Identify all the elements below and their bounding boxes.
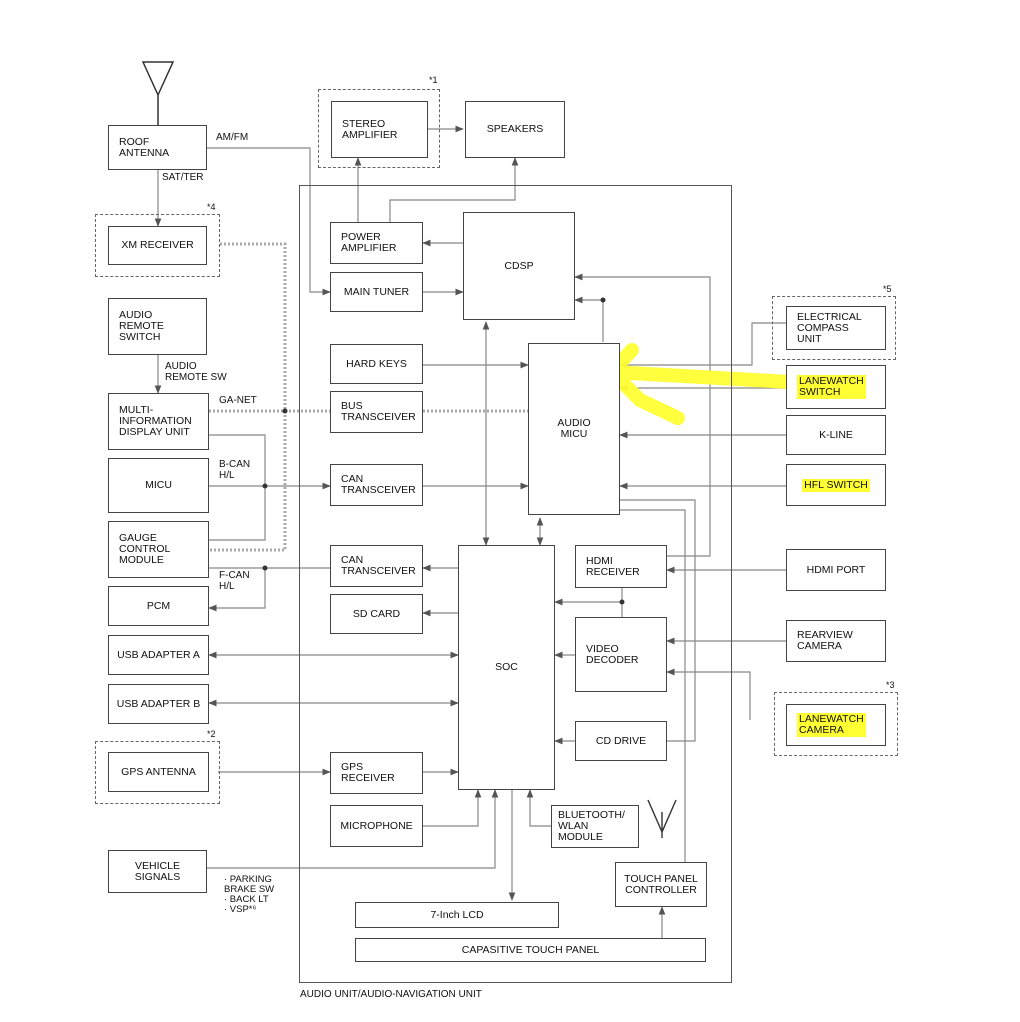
note-1: *1: [429, 75, 438, 85]
hfl-switch-block: HFL SWITCH: [786, 464, 886, 506]
vehicle-signals-block: VEHICLE SIGNALS: [108, 850, 207, 893]
bus-transceiver-block: BUS TRANSCEIVER: [330, 391, 423, 433]
speakers-block: SPEAKERS: [465, 101, 565, 158]
lanewatch-camera-label: LANEWATCH CAMERA: [797, 713, 866, 737]
micu-block: MICU: [108, 458, 209, 513]
pcm-block: PCM: [108, 586, 209, 626]
gps-receiver-block: GPS RECEIVER: [330, 752, 423, 794]
main-tuner-block: MAIN TUNER: [330, 272, 423, 312]
lanewatch-camera-block: LANEWATCH CAMERA: [786, 704, 886, 746]
rearview-camera-block: REARVIEW CAMERA: [786, 620, 886, 662]
note-2: *2: [207, 729, 216, 739]
roof-antenna-icon: [141, 61, 175, 125]
hfl-switch-label: HFL SWITCH: [802, 478, 870, 492]
lanewatch-switch-label: LANEWATCH SWITCH: [797, 375, 866, 399]
option-group-5: [772, 296, 896, 360]
xm-receiver-block: XM RECEIVER: [108, 226, 207, 265]
option-group-4: [95, 214, 220, 277]
am-fm-label: AM/FM: [216, 132, 249, 143]
audio-remote-sw-label: AUDIO REMOTE SW: [165, 361, 227, 383]
k-line-block: K-LINE: [786, 415, 886, 455]
wlan-antenna-icon: [647, 799, 677, 838]
bluetooth-wlan-block: BLUETOOTH/ WLAN MODULE: [551, 805, 639, 848]
multi-information-display-block: MULTI- INFORMATION DISPLAY UNIT: [108, 393, 209, 450]
note-4: *4: [207, 202, 216, 212]
touch-panel-controller-block: TOUCH PANEL CONTROLLER: [615, 862, 707, 907]
power-amplifier-block: POWER AMPLIFIER: [330, 222, 423, 264]
sd-card-block: SD CARD: [330, 594, 423, 634]
audio-micu-block: AUDIO MICU: [528, 343, 620, 515]
can-transceiver-1-block: CAN TRANSCEIVER: [330, 464, 423, 506]
hard-keys-block: HARD KEYS: [330, 344, 423, 384]
capacitive-touch-panel-block: CAPASITIVE TOUCH PANEL: [355, 938, 706, 962]
highlight-arrow-icon: [605, 343, 797, 425]
video-decoder-block: VIDEO DECODER: [575, 617, 667, 692]
hdmi-receiver-block: HDMI RECEIVER: [575, 545, 667, 588]
option-group-2: [95, 741, 220, 804]
gps-antenna-block: GPS ANTENNA: [108, 752, 209, 792]
b-can-label: B-CAN H/L: [219, 459, 251, 481]
note-5: *5: [883, 284, 892, 294]
roof-antenna-block: ROOF ANTENNA: [108, 125, 207, 170]
stereo-amplifier-block: STEREO AMPLIFIER: [331, 101, 428, 158]
audio-unit-label: AUDIO UNIT/AUDIO-NAVIGATION UNIT: [300, 989, 482, 1000]
cdsp-block: CDSP: [463, 212, 575, 320]
audio-unit-frame: [299, 185, 732, 983]
gauge-control-module-block: GAUGE CONTROL MODULE: [108, 521, 209, 578]
note-3: *3: [886, 680, 895, 690]
soc-block: SOC: [458, 545, 555, 790]
microphone-block: MICROPHONE: [330, 805, 423, 847]
option-group-1: [318, 89, 440, 168]
ga-net-label: GA-NET: [219, 395, 257, 406]
option-group-3: [774, 692, 898, 756]
electrical-compass-block: ELECTRICAL COMPASS UNIT: [786, 306, 886, 350]
audio-remote-switch-block: AUDIO REMOTE SWITCH: [108, 298, 207, 355]
cd-drive-block: CD DRIVE: [575, 721, 667, 761]
can-transceiver-2-block: CAN TRANSCEIVER: [330, 545, 423, 587]
usb-adapter-b-block: USB ADAPTER B: [108, 684, 209, 724]
junction-dots: [262, 297, 625, 605]
vehicle-signal-list-label: · PARKING BRAKE SW · BACK LT · VSP*⁶: [224, 874, 275, 915]
hdmi-port-block: HDMI PORT: [786, 549, 886, 591]
lcd-block: 7-Inch LCD: [355, 902, 559, 928]
usb-adapter-a-block: USB ADAPTER A: [108, 635, 209, 675]
sat-ter-label: SAT/TER: [162, 172, 204, 183]
lanewatch-switch-block: LANEWATCH SWITCH: [786, 365, 886, 409]
f-can-label: F-CAN H/L: [219, 570, 250, 592]
